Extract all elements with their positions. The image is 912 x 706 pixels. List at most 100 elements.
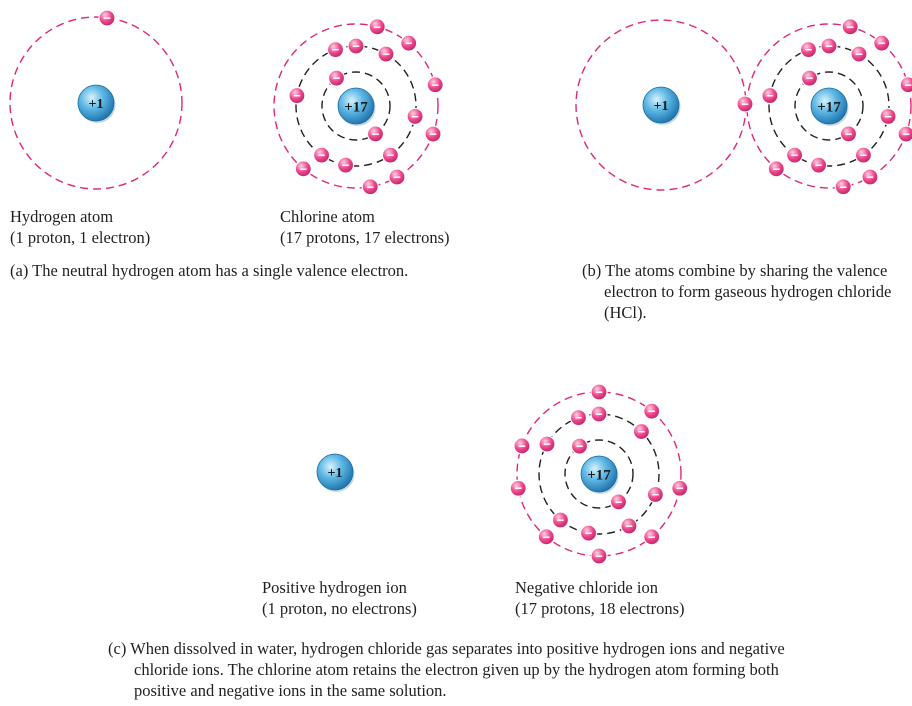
minus-icon: − (342, 158, 350, 173)
hcl-chlorine-m-electron-5: − (861, 168, 879, 186)
hcl-chlorine-l-electron-1: − (850, 45, 868, 63)
hcl-chlorine-l-electron-7: − (820, 37, 838, 55)
minus-icon: − (405, 36, 413, 51)
chloride-m-electron-3: − (671, 479, 689, 497)
minus-icon: − (860, 148, 868, 163)
chloride-l-electron-4: − (620, 517, 638, 535)
hydrogen-nucleus: +1 (77, 84, 116, 123)
chlorine-shell-2 (295, 45, 417, 167)
hcl-chlorine-m-electron-1: − (841, 18, 859, 36)
chlorine-m-electron-4: − (424, 125, 442, 143)
minus-icon: − (866, 170, 874, 185)
minus-icon: − (352, 39, 360, 54)
chlorine-l-electron-7: − (347, 37, 365, 55)
minus-icon: − (366, 179, 374, 194)
hcl-hydrogen-nucleus: +1 (642, 86, 681, 125)
chlorine-l-electron-4: − (312, 146, 331, 164)
chloride-k-electron-2: − (609, 493, 628, 511)
hydrogen-nucleus-charge-label: +1 (89, 97, 104, 112)
chlorine-l-electron-5: − (288, 86, 306, 105)
chloride-l-electron-2: − (632, 422, 651, 441)
hydrogen-ion-nucleus: +1 (316, 453, 355, 492)
minus-icon: − (518, 438, 526, 453)
minus-icon: − (372, 126, 380, 141)
chlorine-l-electron-1: − (377, 45, 395, 63)
minus-icon: − (846, 19, 854, 34)
minus-icon: − (825, 39, 833, 54)
chlorine-m-electron-5: − (388, 168, 406, 186)
hydrogen-atom-label: Hydrogen atom (1 proton, 1 electron) (10, 206, 150, 248)
chlorine-m-electron-7: − (294, 160, 312, 178)
chlorine-k-electron-1: − (327, 69, 346, 87)
chlorine-m-electron-1: − (368, 18, 386, 36)
minus-icon: − (382, 47, 390, 62)
hcl-chlorine-l-electron-6: − (799, 41, 818, 59)
minus-icon: − (815, 158, 823, 173)
chloride-m-electron-2: − (643, 402, 661, 420)
hcl-chlorine-valence-shell (746, 23, 912, 189)
chlorine-l-electron-8: − (336, 156, 355, 174)
hcl-chlorine-k-electron-1: − (800, 69, 819, 87)
chlorine-nucleus-charge-label: +17 (344, 99, 368, 115)
caption-c: (c) When dissolved in water, hydrogen ch… (108, 639, 785, 700)
hcl-chlorine-k-electron-2: − (839, 125, 858, 143)
chlorine-atom-detail: (17 protons, 17 electrons) (280, 228, 450, 247)
minus-icon: − (884, 109, 892, 124)
minus-icon: − (318, 148, 326, 163)
minus-icon: − (638, 424, 646, 439)
hydrogen-ion-nucleus-charge-label: +1 (328, 466, 343, 481)
hcl-chlorine-m-electron-2: − (873, 34, 891, 52)
chloride-shell-2 (538, 413, 660, 535)
minus-icon: − (387, 148, 395, 163)
minus-icon: − (855, 47, 863, 62)
chloride-ion-label: Negative chloride ion (17 protons, 18 el… (515, 577, 685, 619)
chloride-l-electron-1: − (590, 405, 608, 423)
minus-icon: − (595, 407, 603, 422)
chlorine-m-electron-2: − (400, 34, 418, 52)
hcl-hydrogen-nucleus-charge-label: +1 (654, 99, 669, 114)
hcl-chlorine-l-electron-5: − (761, 86, 779, 105)
minus-icon: − (393, 170, 401, 185)
chloride-m-electron-4: − (643, 528, 661, 546)
chloride-l-electron-3: − (646, 485, 664, 504)
minus-icon: − (766, 88, 774, 103)
minus-icon: − (575, 410, 583, 425)
minus-icon: − (615, 494, 623, 509)
chloride-nucleus-charge-label: +17 (587, 467, 611, 483)
minus-icon: − (514, 481, 522, 496)
chloride-m-electron-1: − (590, 383, 608, 401)
chlorine-l-electron-3: − (381, 146, 400, 164)
minus-icon: − (652, 487, 660, 502)
minus-icon: − (293, 88, 301, 103)
minus-icon: − (648, 529, 656, 544)
hcl-chlorine-shell-1 (794, 71, 864, 141)
minus-icon: − (332, 42, 340, 57)
hydrogen-atom-name: Hydrogen atom (10, 207, 114, 226)
chloride-k-electron-1: − (570, 437, 589, 455)
chlorine-atom-name: Chlorine atom (280, 207, 375, 226)
minus-icon: − (431, 77, 439, 92)
chloride-l-electron-8: − (569, 409, 588, 427)
chloride-m-electron-7: − (509, 479, 527, 497)
minus-icon: − (595, 385, 603, 400)
minus-icon: − (543, 437, 551, 452)
chlorine-l-electron-2: − (406, 107, 424, 126)
hydrogen-valence-shell (9, 16, 183, 190)
hcl-chlorine-l-electron-8: − (809, 156, 828, 174)
minus-icon: − (576, 439, 584, 454)
minus-icon: − (878, 36, 886, 51)
chlorine-m-electron-6: − (361, 178, 379, 196)
hcl-chlorine-m-electron-7: − (767, 160, 785, 178)
chlorine-m-electron-3: − (426, 76, 444, 94)
minus-icon: − (902, 127, 910, 142)
chlorine-k-electron-2: − (366, 125, 385, 143)
minus-icon: − (557, 512, 565, 527)
chlorine-nucleus: +17 (337, 87, 376, 126)
hcl-shared-electron: − (736, 95, 754, 113)
hydrogen-valence-electron: − (98, 9, 116, 27)
chloride-l-electron-5: − (579, 524, 598, 542)
minus-icon: − (299, 161, 307, 176)
chloride-m-electron-5: − (590, 547, 608, 565)
chlorine-valence-shell (273, 23, 439, 189)
hydrogen-ion-detail: (1 proton, no electrons) (262, 599, 417, 618)
